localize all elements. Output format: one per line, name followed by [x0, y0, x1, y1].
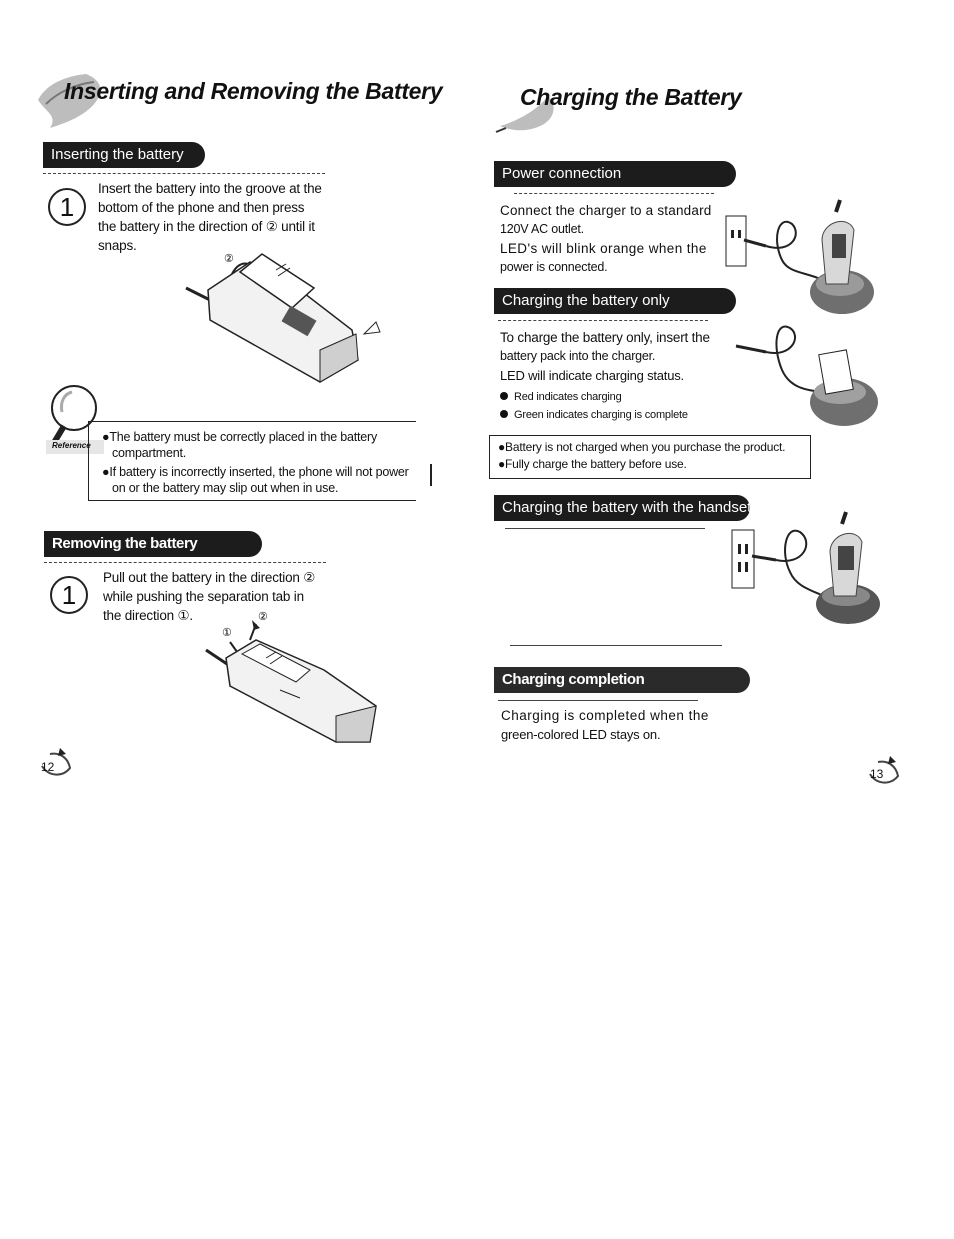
title-decoration-icon — [495, 96, 554, 133]
page-number-left: 12 — [41, 760, 55, 774]
battery-only-instructions: To charge the battery only, insert the b… — [500, 328, 725, 424]
battery-only-line: To charge the battery only, insert the — [500, 330, 710, 345]
left-page-title: Inserting and Removing the Battery — [64, 78, 443, 104]
battery-insert-illustration: ② — [185, 253, 381, 383]
arrow-label: ② — [224, 253, 234, 265]
section-heading-removing: Removing the battery — [44, 531, 262, 557]
section-heading-inserting: Inserting the battery — [43, 142, 205, 168]
insert-instructions: Insert the battery into the groove at th… — [98, 181, 322, 253]
remove-instructions: Pull out the battery in the direction ② … — [103, 570, 316, 623]
divider — [510, 645, 722, 646]
power-line: LED's will blink orange when the — [500, 241, 707, 256]
power-line: 120V AC outlet. — [500, 222, 584, 236]
charger-handset-illustration — [725, 199, 874, 314]
power-line: power is connected. — [500, 260, 608, 274]
section-heading-power: Power connection — [494, 161, 736, 187]
bullet-text: Red indicates charging — [514, 391, 622, 403]
completion-line: green-colored LED stays on. — [501, 727, 661, 742]
notice-item: ●Fully charge the battery before use. — [498, 457, 687, 471]
handset-charger-illustration — [731, 511, 880, 624]
completion-line: Charging is completed when the — [501, 708, 709, 723]
completion-text: Charging is completed when the green-col… — [501, 706, 726, 744]
reference-list: ●The battery must be correctly placed in… — [102, 429, 420, 496]
led-status-red: Red indicates charging — [500, 388, 725, 406]
divider — [498, 700, 698, 701]
page-number-right: 13 — [870, 767, 884, 781]
purchase-notice-box — [489, 435, 811, 479]
title-decoration-icon — [38, 74, 101, 128]
battery-only-line: LED will indicate charging status. — [500, 368, 684, 383]
red-dot-icon — [500, 392, 508, 400]
power-instructions: Connect the charger to a standard 120V A… — [500, 201, 725, 277]
battery-remove-illustration: ② ① — [205, 611, 377, 743]
reference-item: ●If battery is incorrectly inserted, the… — [102, 465, 409, 495]
step-number-circle: 1 — [50, 576, 88, 614]
direction-label-2: ② — [258, 611, 268, 623]
reference-item: ●The battery must be correctly placed in… — [102, 430, 378, 460]
page-corner-icon — [41, 748, 72, 776]
divider — [514, 193, 714, 194]
green-dot-icon — [500, 410, 508, 418]
reference-label: Reference — [52, 441, 91, 450]
battery-charger-illustration — [735, 325, 878, 426]
right-page-title: Charging the Battery — [520, 84, 742, 110]
divider — [498, 320, 708, 321]
section-heading-completion: Charging completion — [494, 667, 750, 693]
section-heading-with-handset: Charging the battery with the handset — [494, 495, 750, 521]
battery-only-line: battery pack into the charger. — [500, 349, 656, 363]
bullet-text: Green indicates charging is complete — [514, 409, 688, 421]
divider — [44, 562, 326, 563]
led-status-green: Green indicates charging is complete — [500, 406, 725, 424]
divider — [43, 173, 325, 174]
section-heading-battery-only: Charging the battery only — [494, 288, 736, 314]
direction-label-1: ① — [222, 627, 232, 639]
notice-item: ●Battery is not charged when you purchas… — [498, 440, 786, 454]
purchase-notice: ●Battery is not charged when you purchas… — [498, 439, 808, 473]
reference-note-box — [88, 421, 416, 501]
step-number-circle: 1 — [48, 188, 86, 226]
power-line: Connect the charger to a standard — [500, 203, 712, 218]
divider — [505, 528, 705, 529]
note-edge — [430, 464, 432, 486]
magnifier-icon — [46, 385, 104, 454]
page-corner-icon — [869, 756, 900, 784]
